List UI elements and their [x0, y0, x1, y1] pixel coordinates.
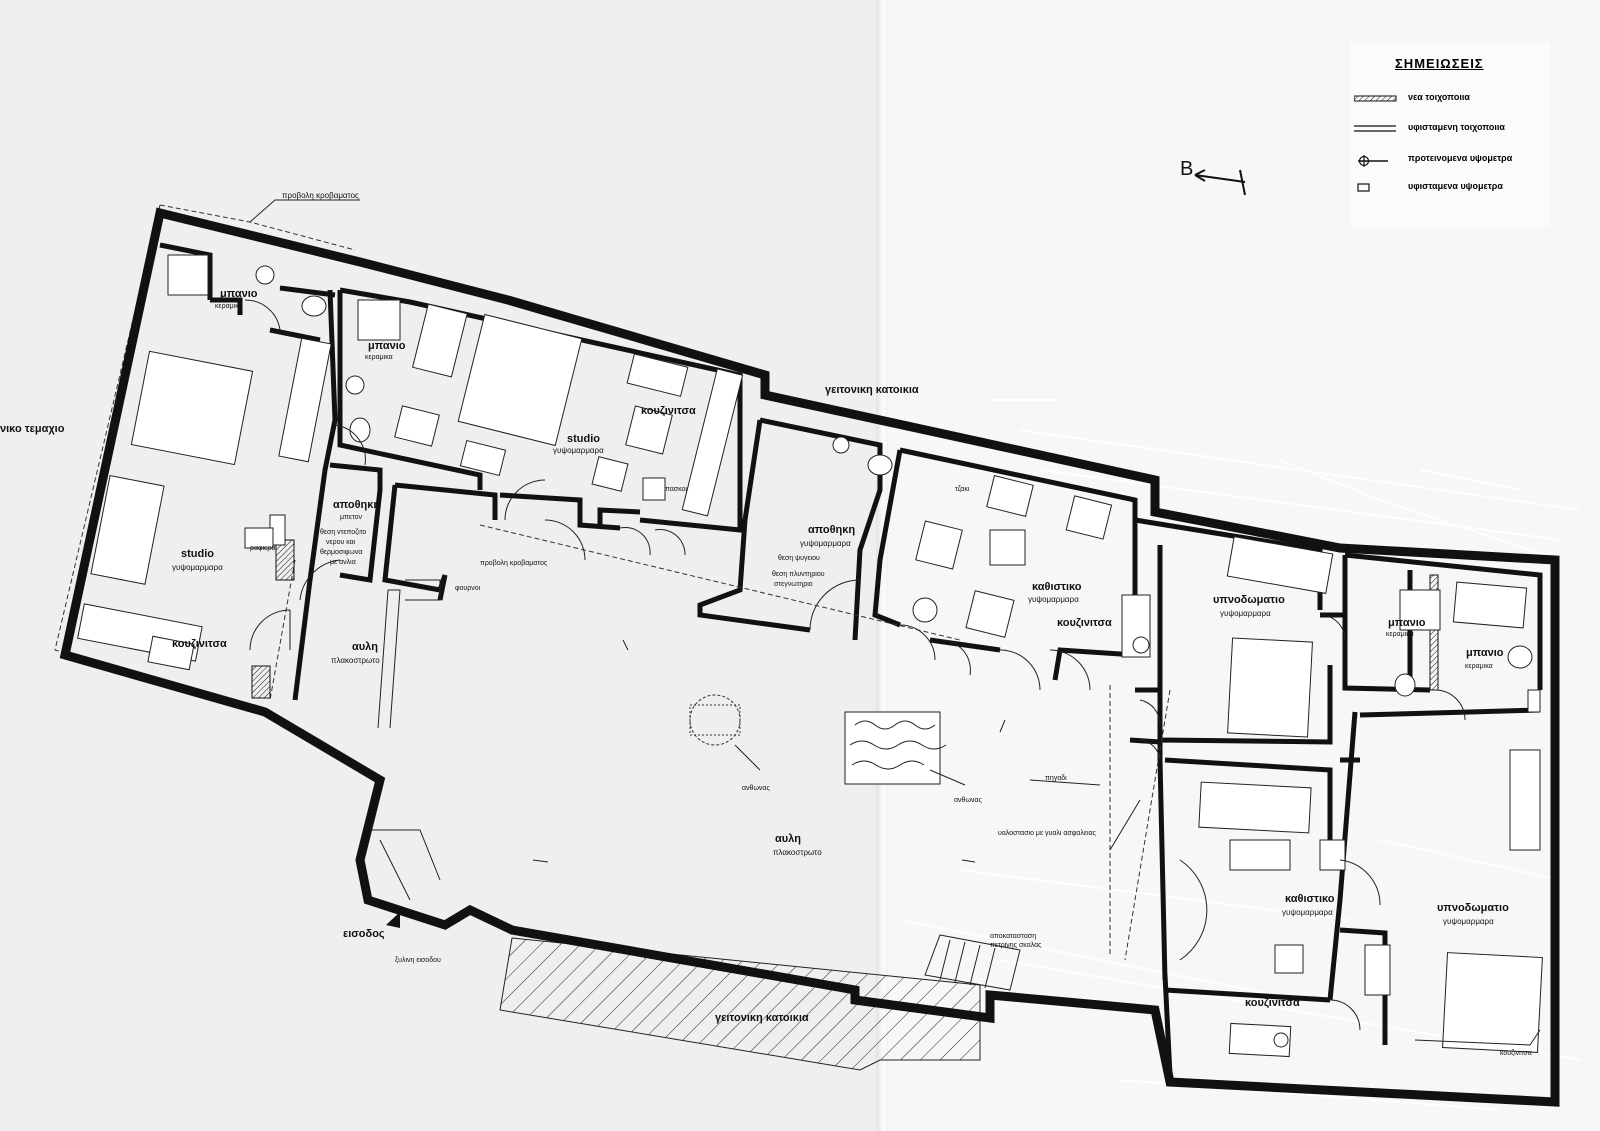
bath-1-label: μπανιο: [220, 288, 258, 300]
crosshair-icon: [1358, 155, 1388, 167]
storage-2-label: αποθηκη: [808, 524, 855, 536]
stairs-note-2: πετρινης σκαλας: [990, 942, 1042, 949]
interior-walls: [159, 242, 1543, 1076]
bath-2-label: μπανιο: [368, 340, 406, 352]
exterior-walls: [59, 207, 1560, 1107]
auxiliary-lines: [269, 524, 1541, 1046]
entrance-door-label: ξυλινη εισοδου: [395, 957, 441, 964]
hatched-line-icon: [1354, 95, 1397, 102]
courtyard-2-label: αυλη: [775, 833, 801, 845]
neighbour-house-top: γειτονικη κατοικια: [825, 384, 919, 396]
bedroom-1-finish: γυψομαρμαρα: [1220, 609, 1271, 618]
legend-text-new-wall: νεα τοιχοποιια: [1408, 92, 1470, 102]
legend-text-proposed-levels: προτεινομενα υψομετρα: [1408, 153, 1513, 163]
entrance-marker: [386, 912, 400, 928]
shelves-label: ραφιερα: [250, 545, 275, 552]
tree-2-label: ανθωνας: [954, 797, 982, 804]
studio-1-finish: γυψομαρμαρα: [172, 563, 223, 572]
north-label: Β: [1180, 158, 1193, 180]
storage-1-note-4: με ανλια: [330, 559, 356, 566]
storage-2-note-3: στεγνωτηριο: [774, 581, 813, 588]
double-line-icon: [1354, 125, 1396, 132]
neighbour-plot-label: νικο τεμαχιο: [0, 423, 65, 435]
background-ghost-lines: [899, 399, 1581, 1111]
new-wall-block: [251, 665, 271, 699]
bath-2-finish: κεραμικα: [365, 354, 393, 361]
living-1-finish: γυψομαρμαρα: [1028, 595, 1079, 604]
stairs-note-1: αποκατασταση: [990, 933, 1036, 940]
bedroom-2-finish: γυψομαρμαρα: [1443, 917, 1494, 926]
bedroom-2-label: υπνοδωματιο: [1437, 902, 1509, 914]
door-swings: [244, 299, 1466, 1031]
living-1-label: καθιστικο: [1032, 581, 1082, 593]
bath-4-finish: κεραμικα: [1465, 663, 1493, 670]
storage-1-sub: μπετον: [340, 514, 363, 521]
rectangle-icon: [1357, 183, 1370, 192]
tree-1: [689, 694, 761, 771]
storage-1-note-2: νερου και: [326, 539, 356, 546]
legend-text-existing-levels: υφισταμενα υψομετρα: [1408, 181, 1503, 191]
studio-1-label: studio: [181, 548, 214, 560]
studio-2-label: studio: [567, 433, 600, 445]
kitchen-4-label: κουζινιτσα: [1245, 997, 1300, 1009]
storage-2-note-1: θεση ψυγειου: [778, 555, 820, 562]
projection-mid-label: προβολη κροβαματος: [480, 560, 548, 567]
storage-2-finish: γυψομαρμαρα: [800, 539, 851, 548]
kitchen-3-label: κουζινιτσα: [1057, 617, 1112, 629]
living-2-finish: γυψομαρμαρα: [1282, 908, 1333, 917]
wardrobe-label: κουζινιτσα: [1500, 1050, 1532, 1057]
plan-labels: προβολη κροβαματος νικο τεμαχιο μπανιο κ…: [0, 191, 1532, 1057]
courtyard-1-label: αυλη: [352, 641, 378, 653]
glass-label: υαλοστασιο με γυαλι ασφαλειας: [998, 830, 1097, 837]
direction-arrows: [532, 639, 1006, 863]
legend: ΣΗΜΕΙΩΣΕΙΣ νεα τοιχοποιια υφισταμενη τοι…: [1350, 42, 1550, 227]
neighbour-house-bottom: γειτονικη κατοικια: [715, 1012, 809, 1024]
projection-top-label: προβολη κροβαματος: [282, 191, 359, 200]
tree-2: [844, 711, 966, 786]
furniture: [77, 254, 1543, 1058]
bath-4-label: μπανιο: [1466, 647, 1504, 659]
studio-2-finish: γυψομαρμαρα: [553, 446, 604, 455]
entrance-label: εισοδος: [343, 928, 385, 940]
courtyard-1-finish: πλακοστρωτο: [331, 656, 380, 665]
bath-3-finish: κεραμικα: [1386, 631, 1414, 638]
kitchen-1-label: κουζινιτσα: [172, 638, 227, 650]
storage-2-note-2: θεση πλυντηριου: [772, 571, 825, 578]
legend-title: ΣΗΜΕΙΩΣΕΙΣ: [1395, 56, 1484, 71]
kitchen-2-label: κουζινιτσα: [641, 405, 696, 417]
legend-text-existing-wall: υφισταμενη τοιχοποιια: [1408, 122, 1505, 132]
well-label: πηγαδι: [1045, 775, 1067, 782]
bedroom-1-label: υπνοδωματιο: [1213, 594, 1285, 606]
living-2-label: καθιστικο: [1285, 893, 1335, 905]
new-wall-block-3: [1429, 574, 1439, 691]
new-wall-block-2: [275, 539, 295, 581]
bath-3-label: μπανιο: [1388, 617, 1426, 629]
storage-1-label: αποθηκη: [333, 499, 380, 511]
counter-label: πασκοι: [665, 486, 687, 493]
tree-1-label: ανθωνας: [742, 785, 770, 792]
north-arrow: [1194, 169, 1246, 196]
storage-1-note-1: θεση ντεποζιτο: [320, 529, 366, 536]
storage-1-note-3: θερμοσιφωνα: [320, 549, 362, 556]
courtyard-2-finish: πλακοστρωτο: [773, 848, 822, 857]
bath-1-finish: κεραμικα: [215, 303, 243, 310]
fireplace-label: τζακι: [955, 486, 970, 493]
oven-label: φουρνοι: [455, 585, 481, 592]
projection-leader: [249, 199, 360, 223]
